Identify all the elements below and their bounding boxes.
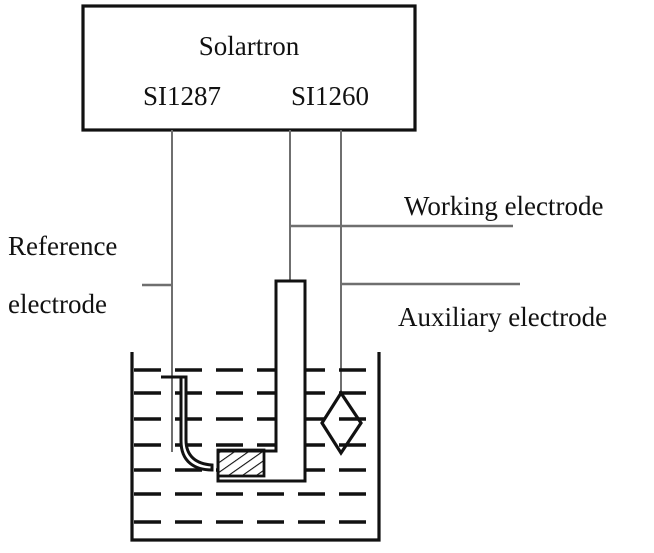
- specimen-hatched-block: [216, 448, 266, 478]
- reference-electrode-body: [161, 375, 214, 472]
- instrument-box: [81, 4, 417, 132]
- label-working-electrode: Working electrode: [404, 191, 604, 221]
- label-auxiliary-electrode: Auxiliary electrode: [398, 302, 607, 332]
- working-electrode-holder: [216, 279, 307, 483]
- label-reference-electrode-line1: Reference: [8, 231, 117, 261]
- instrument-title: Solartron: [199, 31, 300, 61]
- instrument-model-si1287: SI1287: [143, 81, 221, 111]
- auxiliary-electrode-diamond: [320, 390, 363, 456]
- instrument-model-si1260: SI1260: [291, 81, 369, 111]
- label-reference-electrode-line2: electrode: [8, 289, 107, 319]
- beaker-vessel: [130, 352, 381, 542]
